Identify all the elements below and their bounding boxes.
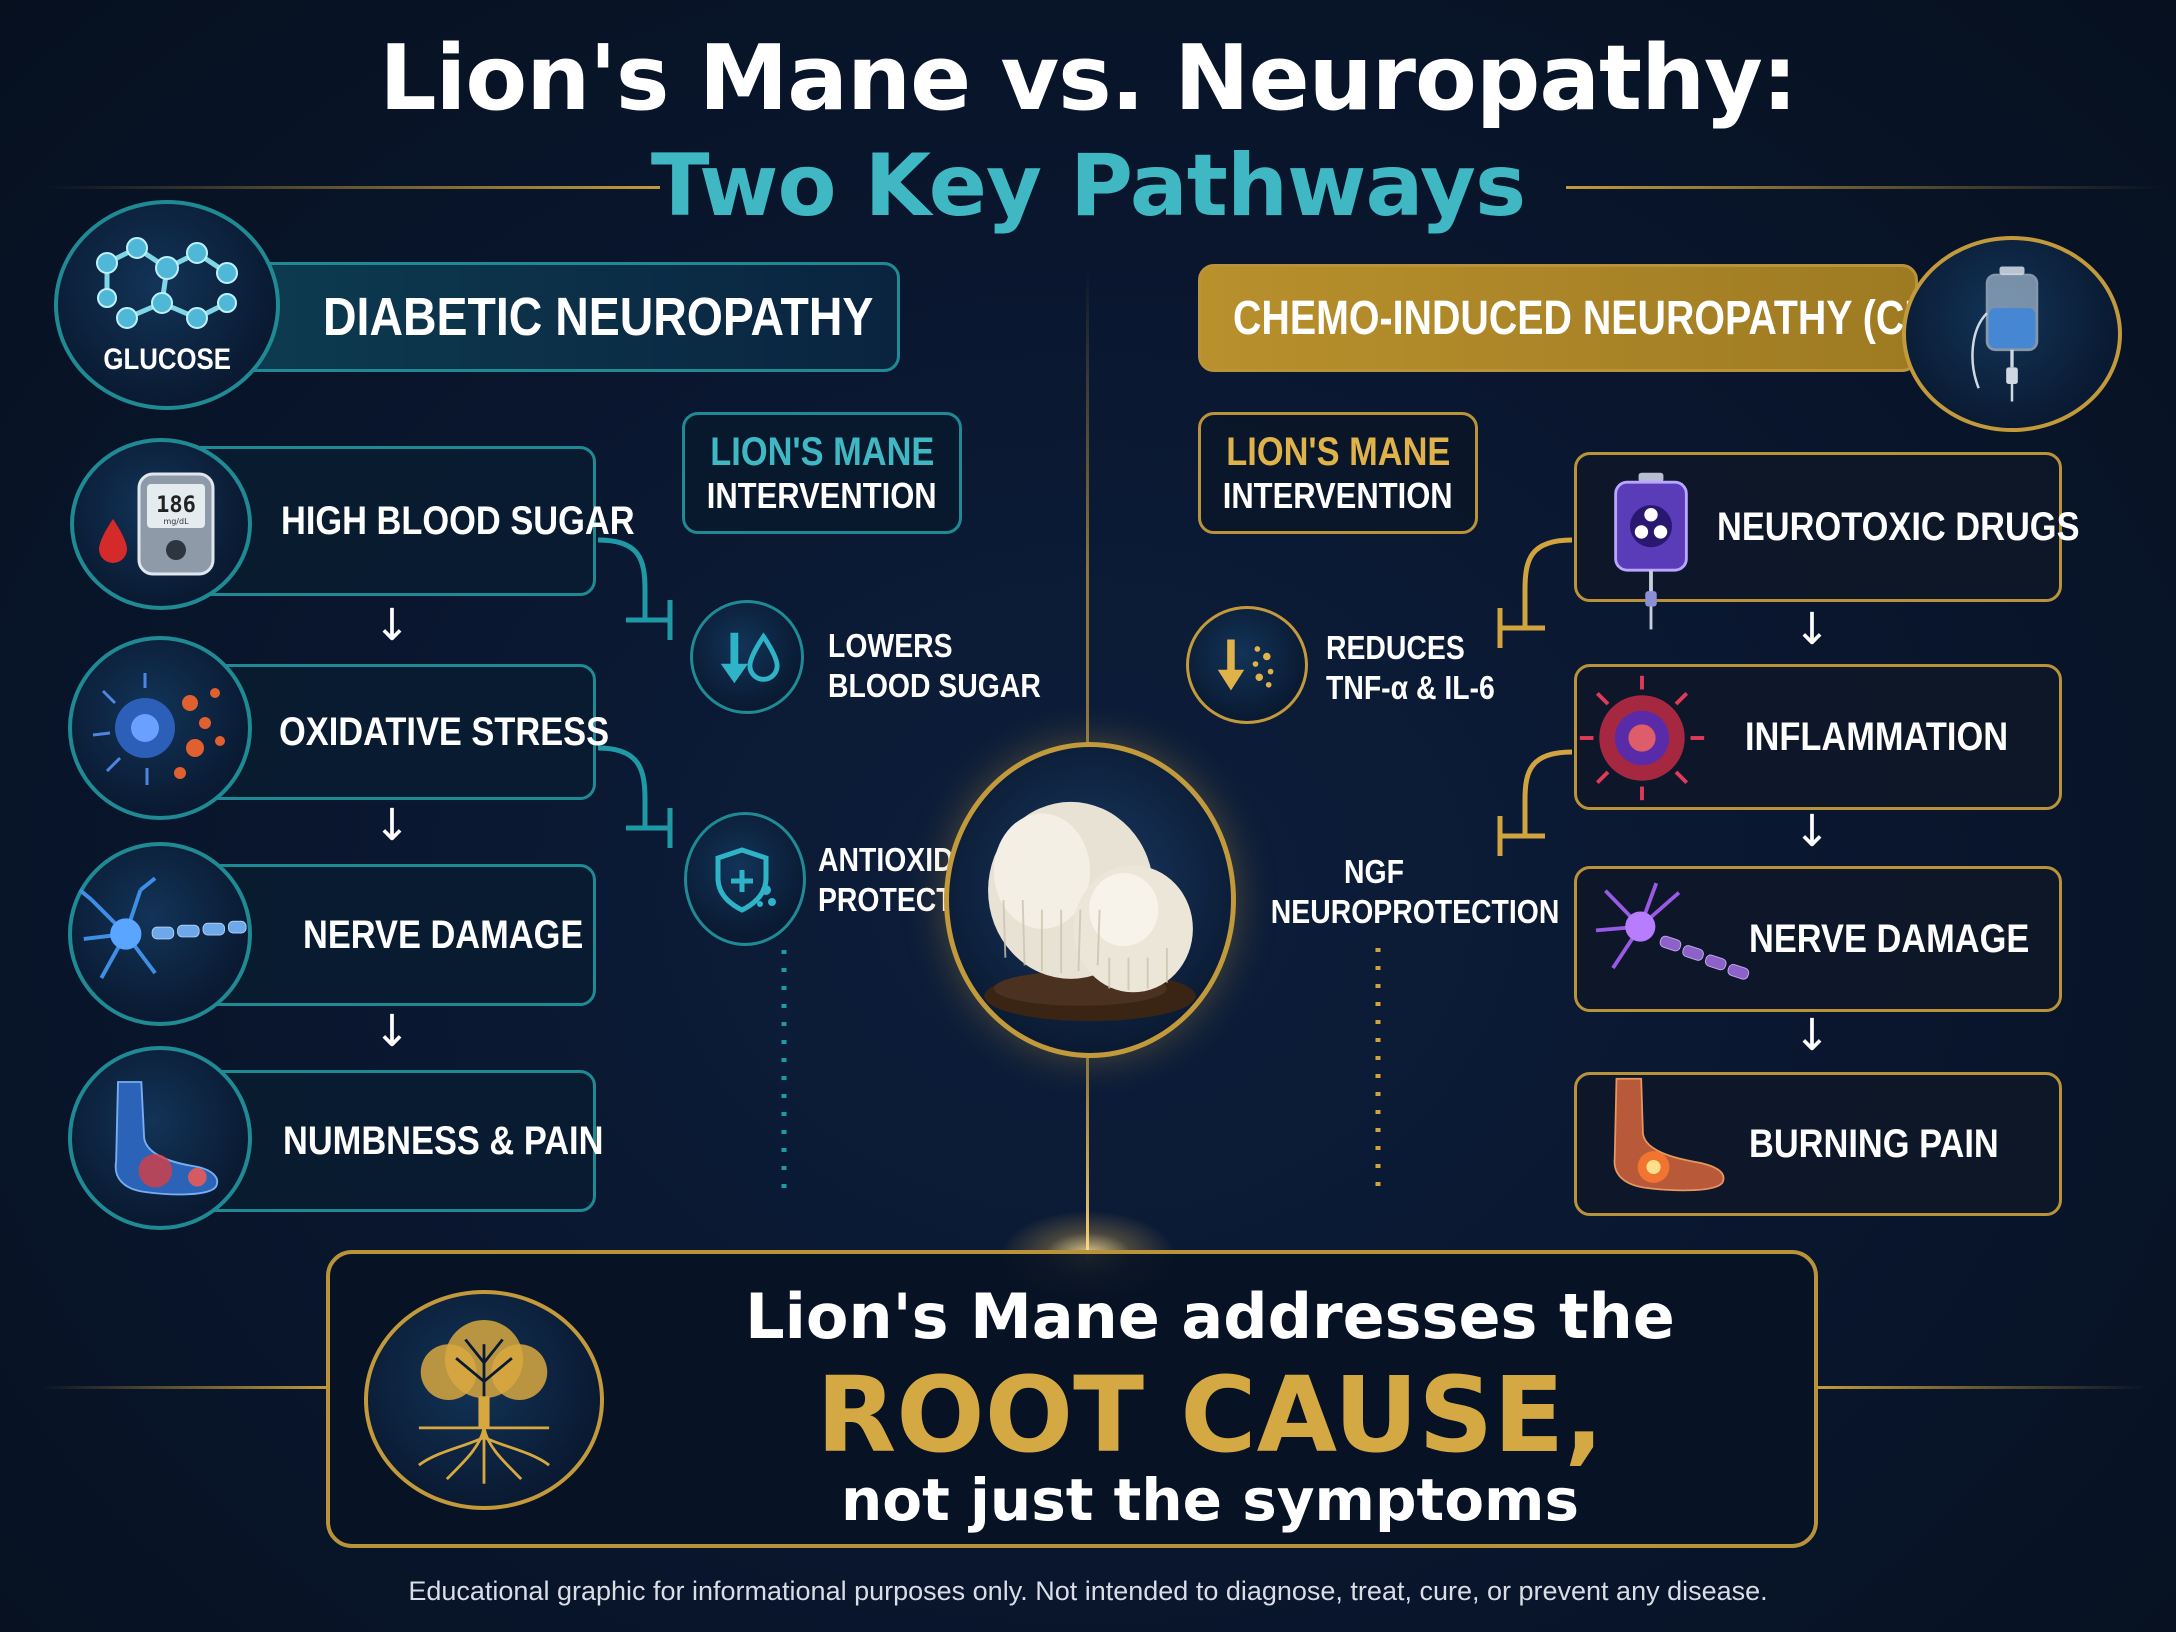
stage-label: HIGH BLOOD SUGAR (281, 498, 635, 543)
molecule-icon (96, 237, 238, 329)
disclaimer: Educational graphic for informational pu… (408, 1576, 1768, 1606)
diabetic-intervention-header: LION'S MANE INTERVENTION (682, 412, 962, 534)
neuron-icon (78, 876, 247, 979)
title-rule-right (1566, 186, 2166, 189)
glucose-meter-icon: 186 mg/dL (99, 472, 215, 576)
foot-icon (114, 1081, 219, 1196)
stage-label: INFLAMMATION (1745, 714, 2009, 759)
cipn-arrow-2: ↓ (1793, 806, 1831, 857)
diabetic-arrow-3: ↓ (373, 1006, 411, 1057)
lions-mane-mushroom-icon (984, 801, 1196, 1022)
cell-circle (68, 636, 252, 820)
page-title: Lion's Mane vs. Neuropathy: (379, 26, 1798, 131)
iv-bag-circle (1902, 236, 2122, 432)
reduces-tnf-circle (1186, 606, 1308, 724)
diabetic-arrow-1: ↓ (373, 600, 411, 651)
banner-line3: not just the symptoms (840, 1466, 1580, 1534)
cell-icon (92, 673, 225, 785)
banner-root-cause: ROOT CAUSE, (816, 1354, 1604, 1476)
tree-circle (364, 1290, 604, 1510)
cipn-intervention-header: LION'S MANE INTERVENTION (1198, 412, 1478, 534)
stage-label: NUMBNESS & PAIN (283, 1118, 604, 1163)
meter-unit: mg/dL (163, 517, 189, 526)
intervention-title: LION'S MANE (1225, 429, 1451, 474)
diabetic-arrow-2: ↓ (373, 800, 411, 851)
ngf-label: NGF NEUROPROTECTION (1270, 853, 1560, 930)
stage-label: BURNING PAIN (1749, 1121, 1999, 1166)
antioxidant-circle (684, 812, 806, 946)
glucose-meter-circle: 186 mg/dL (70, 438, 252, 610)
glucose-label: GLUCOSE (103, 343, 231, 376)
banner-rule-right (1818, 1386, 2148, 1389)
lions-mane-circle (944, 742, 1236, 1058)
shield-icon (715, 847, 776, 913)
down-particles-icon (1217, 639, 1274, 691)
banner-line1: Lion's Mane addresses the (745, 1280, 1675, 1353)
intervention-sub: INTERVENTION (1223, 474, 1453, 516)
neuron-circle (68, 842, 252, 1026)
title-rule-left (40, 186, 660, 189)
intervention-sub: INTERVENTION (707, 474, 937, 516)
reduces-tnf-label: REDUCES TNF-α & IL-6 (1326, 629, 1495, 706)
intervention-title: LION'S MANE (709, 429, 935, 474)
cipn-heading: CHEMO-INDUCED NEUROPATHY (CIPN) (1233, 291, 1984, 345)
foot-circle (68, 1046, 252, 1230)
cipn-heading-box: CHEMO-INDUCED NEUROPATHY (CIPN) (1198, 264, 1983, 372)
stage-label: OXIDATIVE STRESS (279, 709, 610, 754)
cipn-arrow-1: ↓ (1793, 604, 1831, 655)
down-drop-icon (720, 632, 780, 684)
stage-label: NERVE DAMAGE (1749, 916, 2030, 961)
inflamed-cell-icon (1579, 675, 1705, 801)
meter-reading: 186 (156, 493, 196, 518)
purple-neuron-icon (1595, 882, 1750, 980)
lowers-blood-sugar-circle (690, 600, 804, 714)
tree-of-life-icon (418, 1320, 550, 1484)
page-subtitle: Two Key Pathways (650, 136, 1526, 236)
cipn-arrow-3: ↓ (1793, 1010, 1831, 1061)
root-cause-banner (326, 1250, 1818, 1548)
cipn-stage-burning-pain: BURNING PAIN (1574, 1072, 2062, 1216)
diabetic-stage-numbness-pain: NUMBNESS & PAIN (180, 1070, 603, 1212)
glucose-circle: GLUCOSE (54, 200, 280, 410)
lowers-blood-sugar-label: LOWERS BLOOD SUGAR (828, 627, 1041, 704)
burning-foot-icon (1613, 1077, 1725, 1192)
diabetic-heading: DIABETIC NEUROPATHY (323, 287, 874, 347)
banner-rule-left (40, 1386, 330, 1389)
stage-label: NERVE DAMAGE (303, 912, 584, 957)
iv-bag-icon (1971, 266, 2039, 402)
biohazard-bag-icon (1614, 472, 1688, 630)
stage-label: NEUROTOXIC DRUGS (1717, 504, 2080, 549)
